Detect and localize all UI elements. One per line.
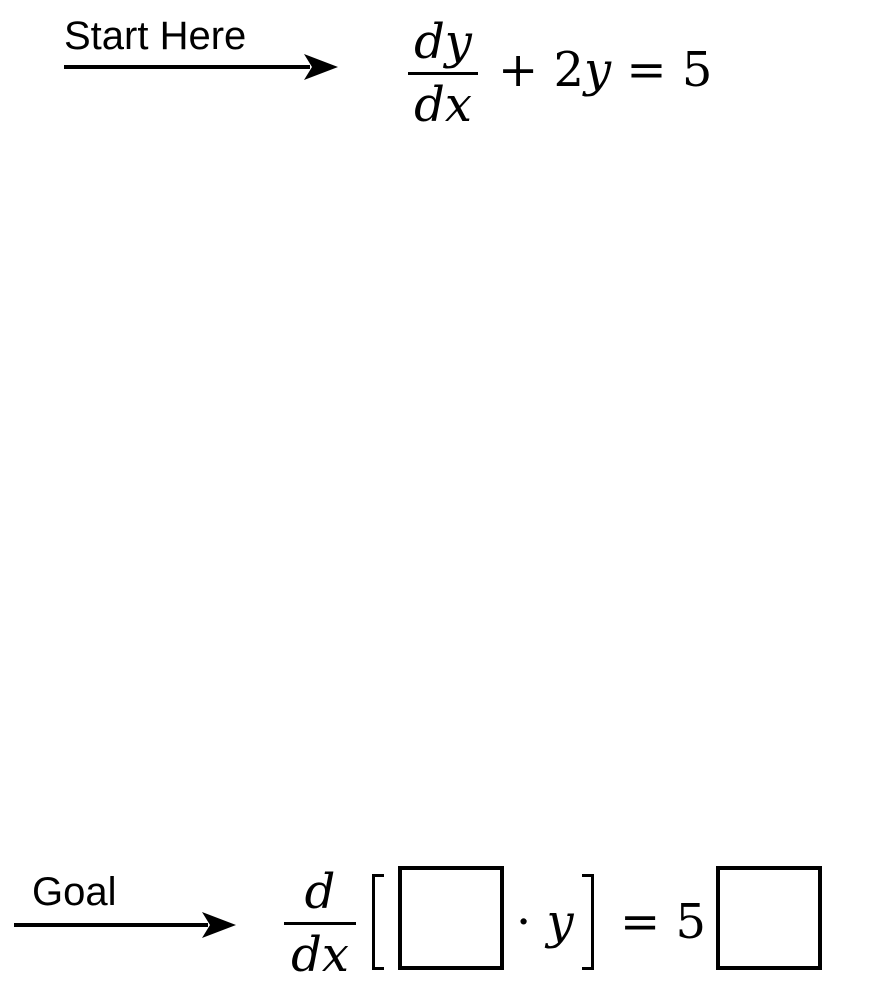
top-fraction-denominator: dx bbox=[414, 77, 472, 133]
left-bracket bbox=[372, 874, 384, 970]
start-arrow-icon bbox=[64, 54, 338, 80]
goal-dot-y: · y bbox=[516, 898, 574, 946]
right-bracket bbox=[582, 874, 594, 970]
top-fraction: dy dx bbox=[408, 18, 478, 129]
blank-box-integrating-factor[interactable] bbox=[398, 866, 504, 970]
goal-fraction-numerator: d bbox=[304, 864, 336, 920]
top-variable: y bbox=[584, 42, 612, 98]
goal-equals: = 5 bbox=[620, 894, 707, 950]
goal-dot: · bbox=[516, 894, 532, 950]
goal-arrow-icon bbox=[14, 912, 236, 938]
blank-box-right-side[interactable] bbox=[716, 866, 822, 970]
goal-variable: y bbox=[546, 894, 574, 950]
top-plus-term: + 2 bbox=[498, 42, 585, 98]
top-equation-rest: + 2y = 5 bbox=[498, 46, 712, 94]
start-here-label: Start Here bbox=[64, 14, 247, 58]
top-equals-term: = 5 bbox=[626, 42, 713, 98]
goal-fraction: d dx bbox=[284, 868, 356, 979]
goal-fraction-denominator: dx bbox=[291, 927, 349, 983]
top-fraction-bar bbox=[408, 72, 478, 75]
goal-fraction-bar bbox=[284, 922, 356, 925]
goal-label: Goal bbox=[32, 870, 117, 914]
top-fraction-numerator: dy bbox=[414, 14, 472, 70]
